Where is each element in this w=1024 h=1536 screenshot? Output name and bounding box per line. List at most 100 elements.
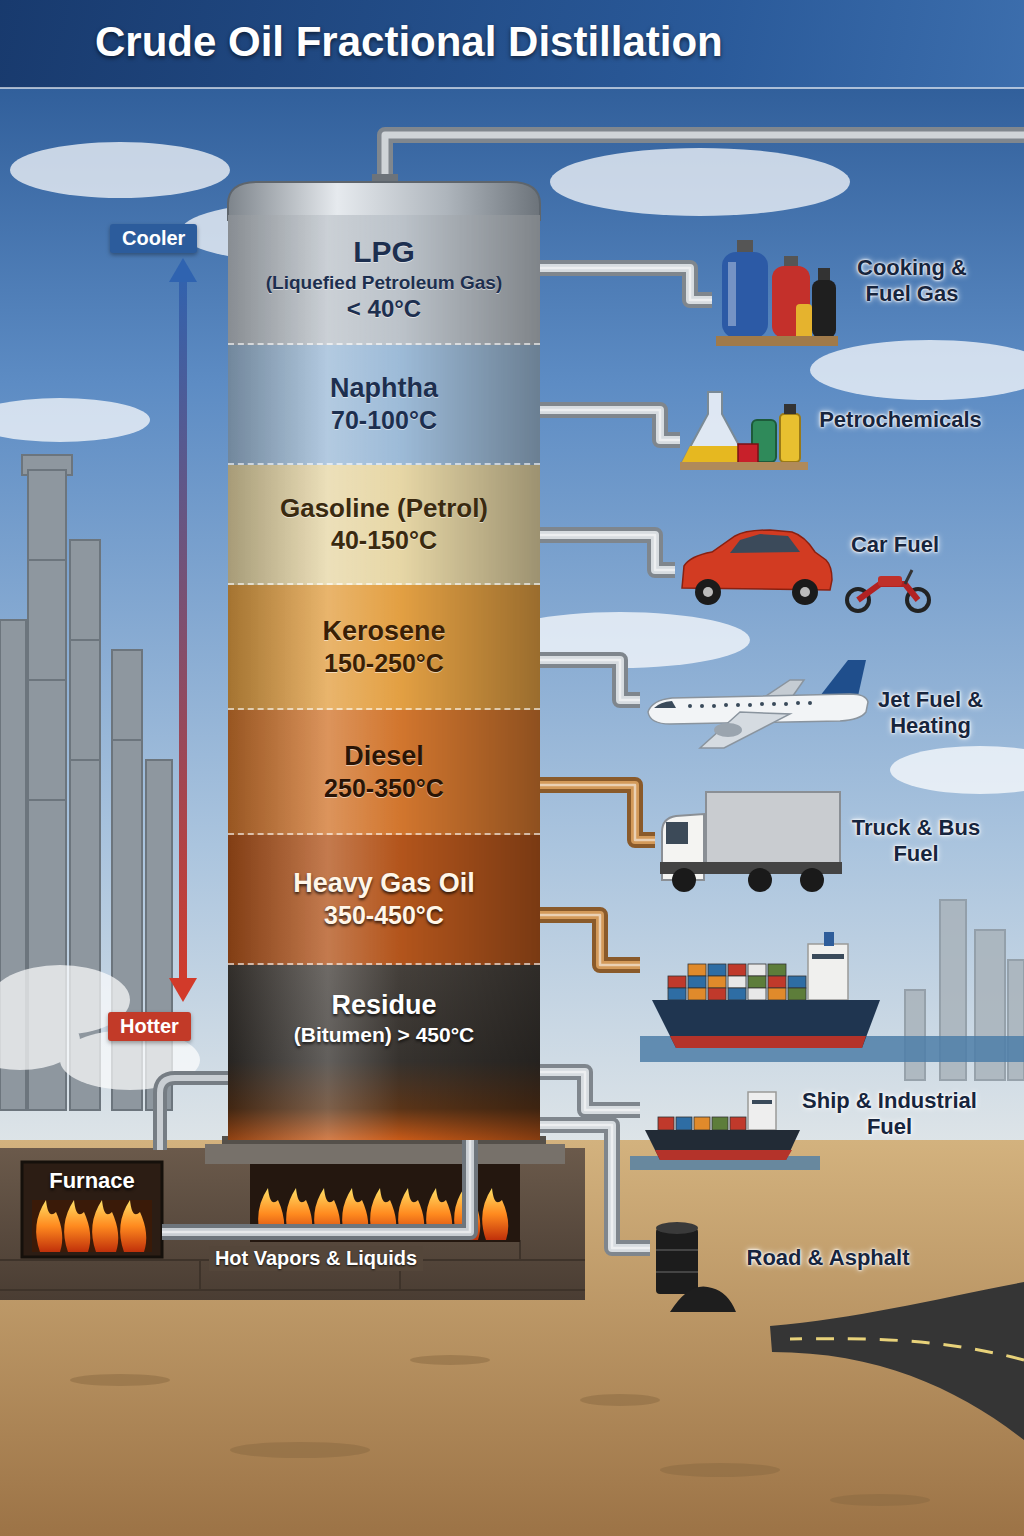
cargo-ship [645,1130,800,1160]
top-pipe [385,135,1024,186]
container-ship [812,954,844,959]
pipe-connector [540,535,675,570]
cargo-ship [676,1117,692,1130]
container-ship [768,964,786,976]
stone-joint [519,1240,521,1260]
water [640,1036,1024,1062]
airplane [688,701,812,708]
soil [410,1355,490,1365]
truck [660,792,842,892]
container-ship [748,976,766,988]
fraction-name: Residue [331,989,436,1022]
car [695,579,721,605]
container-ship [788,988,806,1000]
feed-pipe [160,1078,228,1150]
chemical-flasks [680,392,808,470]
pipe-highlight [540,660,640,700]
asphalt-barrel [656,1271,698,1273]
fraction-detail: (Liquefied Petroleum Gas) [266,271,502,294]
asphalt-barrel [656,1222,736,1312]
container-ship [652,932,880,1048]
fraction-detail: 350-450°C [324,900,444,931]
car [682,530,832,605]
cargo-ship [645,1092,800,1160]
airplane [724,703,728,707]
pipe-shading [540,1072,640,1110]
fire [120,1200,146,1252]
motorbike [858,584,918,600]
airplane [772,702,776,706]
cooler-hotter-arrow [179,266,187,994]
car [730,534,800,553]
container-ship [668,976,686,988]
cargo-ship [712,1117,728,1130]
gas-cylinders [716,240,838,346]
truck [666,822,688,844]
chemical-flasks [780,414,800,462]
pipe-highlight [540,268,712,300]
pipe-highlight [540,1125,650,1248]
motorbike [878,576,902,586]
gas-cylinders [812,280,836,338]
fraction-detail: < 40°C [347,294,421,323]
cloud [550,148,850,216]
pipe-connector [540,785,655,840]
fraction-name: Kerosene [322,615,445,648]
motorbike [847,570,929,611]
airplane [688,704,692,708]
truck [800,868,824,892]
cargo-ship [752,1100,772,1104]
refinery-left [70,639,100,641]
chemical-flasks [738,444,758,464]
fire [36,1200,62,1252]
pipe-connector [540,410,680,440]
airplane [820,660,866,696]
container-ship [768,976,786,988]
fraction-name: Naphtha [330,372,438,405]
column-body [228,215,540,1140]
container-ship [768,988,786,1000]
cargo-ship [730,1117,746,1130]
container-ship [652,1000,880,1048]
fraction-detail: 70-100°C [331,405,437,436]
soil [70,1355,930,1506]
cloud [0,398,150,442]
container-ship [688,976,706,988]
product-group: Petrochemicals [680,375,990,475]
scale-label: Hotter [108,1012,191,1041]
refinery-left [70,759,100,761]
fraction-name: LPG [353,234,415,271]
pipe-shading [540,660,640,700]
product-label: Ship & Industrial Fuel [802,1088,977,1141]
furnace-housing [32,1200,152,1252]
asphalt-road [770,1282,1024,1440]
asphalt-road [770,1282,1024,1440]
fraction-detail: (Bitumen) > 450°C [294,1022,475,1048]
product-group: Jet Fuel & Heating [640,655,990,755]
gas-cylinders [728,262,736,326]
title-banner [0,0,1024,88]
product-group: Road & Asphalt [650,1215,1020,1345]
fire [64,1200,90,1252]
pipe-shading [540,535,675,570]
fraction-band: Residue(Bitumen) > 450°C [228,965,540,1140]
soil [580,1394,660,1406]
container-ship [808,944,848,1000]
airplane [654,701,676,708]
airplane [700,712,790,748]
cargo-ship [748,1092,776,1130]
fraction-detail: 250-350°C [324,773,444,804]
car [800,587,810,597]
product-group: Car Fuel [675,510,945,615]
cloud [890,746,1024,794]
product-label: Cooking & Fuel Gas [842,255,982,308]
fraction-band: Kerosene150-250°C [228,585,540,710]
motorbike [905,570,912,584]
container-ship [748,988,766,1000]
fraction-band: Diesel250-350°C [228,710,540,835]
soil [70,1374,170,1386]
furnace-housing [22,1162,162,1257]
pipe-connector [540,268,712,300]
